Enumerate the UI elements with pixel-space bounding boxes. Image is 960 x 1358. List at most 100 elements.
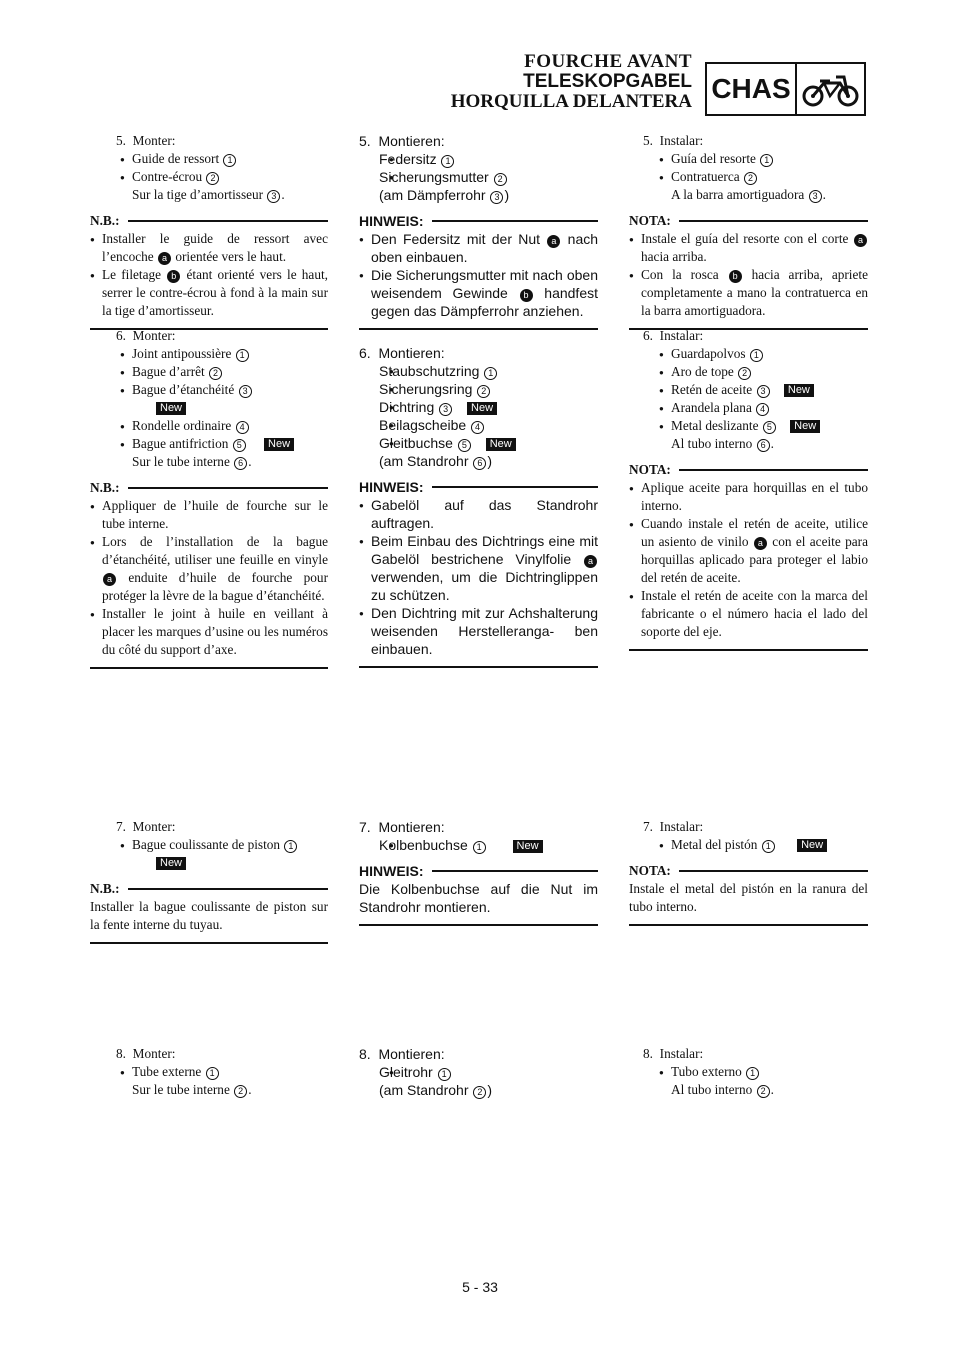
list-item: Bague antifriction 5 New [90, 435, 328, 454]
de-step-8: 8. Montieren: Gleitrohr 1 (am Standrohr … [359, 1045, 598, 1099]
note-item: Con la rosca b hacia arriba, apriete com… [629, 266, 868, 320]
new-badge: New [512, 840, 543, 853]
step-target: Al tubo interno 6. [671, 436, 774, 452]
fr-step-7: 7. Monter: Bague coulissante de piston 1… [90, 818, 328, 944]
divider [359, 328, 598, 330]
step-target: A la barra amortiguadora 3. [671, 187, 826, 203]
new-badge: New [467, 402, 498, 415]
list-item: Bague d’arrêt 2 [90, 363, 328, 382]
list-item: Metal del pistón 1 New [629, 836, 868, 855]
list-item: Tubo externo 1 [629, 1063, 868, 1082]
list-item: Bague coulissante de piston 1 [90, 836, 328, 855]
new-badge: New [485, 438, 516, 451]
list-item: Staubschutzring 1 [359, 362, 598, 381]
note-item: Beim Einbau des Dichtrings eine mit Gabe… [359, 532, 598, 604]
new-badge: New [783, 384, 814, 397]
list-item: Retén de aceite 3 New [629, 381, 868, 400]
list-item: Metal deslizante 5 New [629, 417, 868, 436]
list-item: Federsitz 1 [359, 150, 598, 169]
step-target: (am Standrohr 2) [379, 1082, 493, 1099]
list-item: Beilagscheibe 4 [359, 416, 598, 435]
list-item: Aro de tope 2 [629, 363, 868, 382]
de-step-7: 7. Montieren: Kolbenbuchse 1 New HINWEIS… [359, 818, 598, 926]
step-target: Sur le tube interne 2. [132, 1082, 252, 1098]
list-item: Joint antipoussière 1 [90, 345, 328, 364]
divider [359, 666, 598, 668]
fr-step-8: 8. Monter: Tube externe 1 Sur le tube in… [90, 1045, 328, 1099]
title-fr: FOURCHE AVANT [524, 51, 692, 72]
list-item: Sicherungsring 2 [359, 380, 598, 399]
note-text: Instale el metal del pistón en la ranura… [629, 881, 868, 914]
divider [90, 942, 328, 944]
divider [629, 328, 868, 330]
step-title: Monter: [132, 133, 176, 148]
de-step-5: 5. Montieren: Federsitz 1 Sicherungsmutt… [359, 132, 598, 330]
step-target: (am Standrohr 6) [379, 453, 493, 470]
note-heading: N.B.: [90, 212, 328, 230]
fr-step-6: 6. Monter: Joint antipoussière 1 Bague d… [90, 327, 328, 669]
title-es: HORQUILLA DELANTERA [450, 91, 692, 112]
note-item: Den Dichtring mit zur Achshalterung weis… [359, 604, 598, 658]
note-text: Installer la bague coulissante de piston… [90, 899, 328, 932]
list-item: Rondelle ordinaire 4 [90, 417, 328, 436]
new-badge: New [156, 402, 187, 415]
note-heading: HINWEIS: [359, 862, 598, 880]
divider [359, 924, 598, 926]
list-item: Dichtring 3 New [359, 398, 598, 417]
list-item: Tube externe 1 [90, 1063, 328, 1082]
note-item: Gabelöl auf das Standrohr auftragen. [359, 496, 598, 532]
es-step-8: 8. Instalar: Tubo externo 1 Al tubo inte… [629, 1045, 868, 1099]
step-target: Al tubo interno 2. [671, 1082, 774, 1098]
list-item: Bague d’étanchéité 3 [90, 381, 328, 400]
es-step-7: 7. Instalar: Metal del pistón 1 New NOTA… [629, 818, 868, 926]
new-badge: New [790, 420, 821, 433]
list-item: Guardapolvos 1 [629, 345, 868, 364]
note-item: Installer le joint à huile en veillant à… [90, 605, 328, 659]
new-badge: New [156, 857, 187, 870]
divider [90, 328, 328, 330]
step-target: Sur le tube interne 6. [132, 454, 252, 470]
divider [629, 924, 868, 926]
list-item: Gleitrohr 1 [359, 1063, 598, 1082]
list-item: Sicherungsmutter 2 [359, 168, 598, 187]
list-item: Contre-écrou 2 [90, 168, 328, 187]
step-target: (am Dämpferrohr 3) [379, 187, 510, 204]
note-heading: NOTA: [629, 461, 868, 479]
note-heading: HINWEIS: [359, 212, 598, 230]
note-heading: NOTA: [629, 862, 868, 880]
note-item: Instale el guía del resorte con el corte… [629, 230, 868, 266]
section-badge: CHAS [705, 62, 866, 116]
note-item: Le filetage b étant orienté vers le haut… [90, 266, 328, 320]
divider [90, 667, 328, 669]
list-item: Contratuerca 2 [629, 168, 868, 187]
new-badge: New [797, 839, 828, 852]
page-number: 5 - 33 [462, 1279, 498, 1295]
list-item: Guía del resorte 1 [629, 150, 868, 169]
note-heading: N.B.: [90, 880, 328, 898]
header-titles: FOURCHE AVANT TELESKOPGABEL HORQUILLA DE… [451, 52, 692, 112]
step-target: Sur la tige d’amortisseur 3. [132, 187, 285, 203]
title-de: TELESKOPGABEL [523, 71, 692, 92]
note-text: Die Kolbenbuchse auf die Nut im Standroh… [359, 881, 598, 915]
note-heading: NOTA: [629, 212, 868, 230]
step-number: 5. [116, 133, 126, 148]
section-label: CHAS [707, 64, 797, 114]
note-heading: HINWEIS: [359, 478, 598, 496]
list-item: Arandela plana 4 [629, 399, 868, 418]
note-item: Aplique aceite para horquillas en el tub… [629, 479, 868, 515]
note-item: Den Federsitz mit der Nut a nach oben ei… [359, 230, 598, 266]
note-item: Die Sicherungsmutter mit nach oben weise… [359, 266, 598, 320]
note-heading: N.B.: [90, 479, 328, 497]
new-badge: New [264, 438, 295, 451]
motorcycle-icon [797, 64, 864, 114]
es-step-6: 6. Instalar: Guardapolvos 1 Aro de tope … [629, 327, 868, 651]
list-item: Kolbenbuchse 1 New [359, 836, 598, 855]
list-item: Guide de ressort 1 [90, 150, 328, 169]
divider [629, 649, 868, 651]
note-item: Appliquer de l’huile de fourche sur le t… [90, 497, 328, 533]
note-item: Cuando instale el retén de aceite, utili… [629, 515, 868, 587]
note-item: Lors de l’installation de la bague d’éta… [90, 533, 328, 605]
es-step-5: 5. Instalar: Guía del resorte 1 Contratu… [629, 132, 868, 330]
note-item: Installer le guide de ressort avec l’enc… [90, 230, 328, 266]
de-step-6: 6. Montieren: Staubschutzring 1 Sicherun… [359, 344, 598, 668]
